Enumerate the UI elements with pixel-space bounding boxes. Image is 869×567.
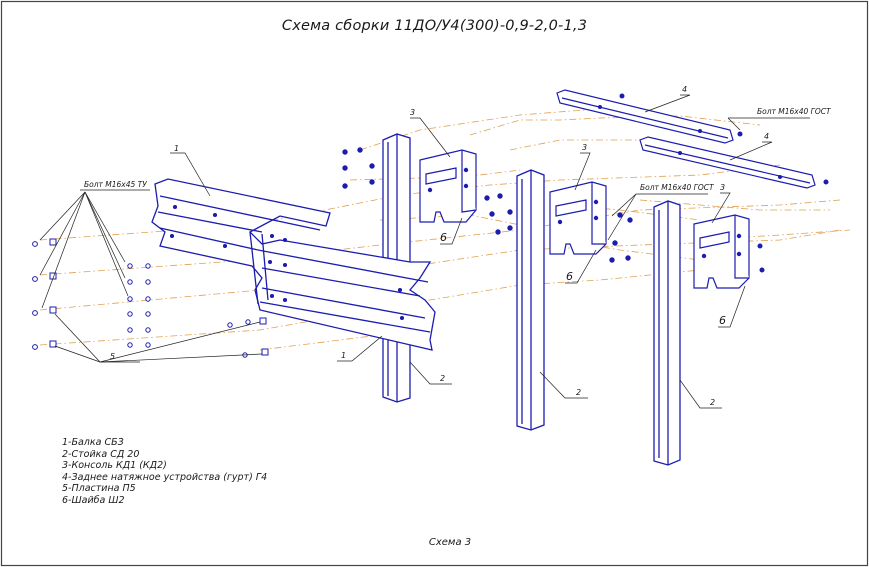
- callout-6b: 6: [566, 270, 573, 283]
- callout-bolt-m16x40-mid: Болт М16х40 ГОСТ: [640, 183, 715, 192]
- callout-5: 5: [110, 352, 115, 361]
- console-1: [419, 149, 477, 223]
- tension-rail-2: [639, 136, 816, 189]
- callouts: Болт М16х45 ТУ Болт М16х40 ГОСТ Болт М16…: [84, 85, 832, 407]
- parts-legend: 1-Балка СБЗ 2-Стойка СД 20 3-Консоль КД1…: [62, 437, 382, 507]
- console-2: [549, 181, 607, 255]
- callout-6c: 6: [719, 314, 726, 327]
- post-2: [516, 169, 545, 431]
- legend-item-6: 6-Шайба Ш2: [62, 494, 125, 506]
- tension-rail-1: [556, 89, 734, 144]
- callout-3a: 3: [410, 108, 415, 117]
- callout-1-top: 1: [174, 144, 179, 153]
- bolts-middle: [342, 93, 829, 273]
- legend-item-4: 4-Заднее натяжное устройства (гурт) Г4: [62, 471, 268, 483]
- callout-2b: 2: [576, 388, 581, 397]
- callout-3b: 3: [582, 143, 587, 152]
- callout-bolt-m16x45: Болт М16х45 ТУ: [84, 180, 147, 189]
- legend-item-3: 3-Консоль КД1 (КД2): [62, 460, 167, 472]
- legend-item-2: 2-Стойка СД 20: [62, 448, 140, 460]
- callout-2a: 2: [440, 374, 445, 383]
- drawing-caption: Схема 3: [428, 537, 472, 548]
- callout-bolt-m16x40-right: Болт М16х40 ГОСТ: [757, 107, 832, 116]
- post-3: [653, 200, 681, 466]
- legend-item-1: 1-Балка СБЗ: [62, 437, 124, 448]
- bolts-left: [32, 238, 269, 358]
- callout-6a: 6: [440, 231, 447, 244]
- guard-rail-beam: [151, 178, 436, 351]
- leader-lines: [39, 94, 810, 409]
- drawing-title: Схема сборки 11ДО/У4(300)-0,9-2,0-1,3: [281, 18, 588, 34]
- console-3: [693, 214, 750, 289]
- legend-item-5: 5-Пластина П5: [62, 483, 136, 495]
- callout-3c: 3: [720, 183, 725, 192]
- callout-1-bottom: 1: [341, 351, 346, 360]
- callout-4a: 4: [682, 85, 687, 94]
- callout-4b: 4: [764, 132, 769, 141]
- callout-2c: 2: [710, 398, 715, 407]
